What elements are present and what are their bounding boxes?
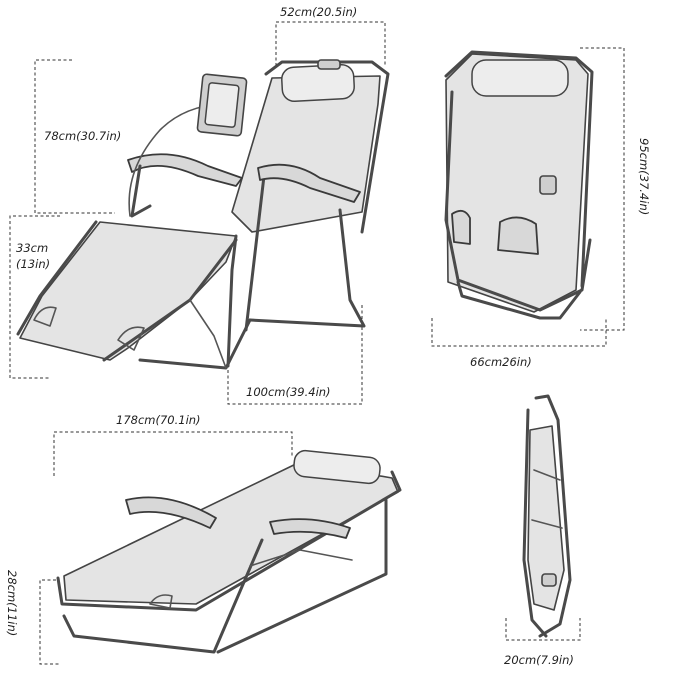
low-height-label: 28cm(11in) <box>5 570 19 636</box>
folded-base-frame <box>456 280 582 320</box>
folded-lock-knob <box>539 175 557 195</box>
top-width-label: 52cm(20.5in) <box>280 5 357 19</box>
footrest-loop-right <box>117 326 145 351</box>
flat-bed-frame <box>56 470 402 612</box>
full-length-label: 178cm(70.1in) <box>116 413 201 427</box>
flat-leg-brace <box>249 549 353 567</box>
view-folded-front: 95cm(37.4in) 66cm26in) <box>431 47 651 369</box>
backrest-frame <box>264 60 390 234</box>
flat-left-armrest <box>125 496 217 529</box>
folded-height-label: 95cm(37.4in) <box>637 138 651 215</box>
folded-depth-dimension-line <box>505 618 581 641</box>
phone-holder-screen <box>204 82 240 128</box>
back-height-label: 78cm(30.7in) <box>44 129 121 143</box>
pillow-strap <box>317 59 341 70</box>
seat-left-frame <box>16 220 98 336</box>
seat-height-cm-label: 33cm <box>16 241 48 255</box>
base-crossbar <box>138 318 252 370</box>
right-armrest <box>257 163 361 203</box>
seat-height-dimension-line <box>9 215 60 379</box>
rear-leg-frame <box>248 208 366 328</box>
folded-side-rear-frame <box>534 394 572 638</box>
folded-side-front-frame <box>522 408 548 638</box>
seat-height-in-label: (13in) <box>16 257 50 271</box>
folded-outer-frame <box>444 50 594 288</box>
folded-side-brace-2 <box>531 519 563 529</box>
front-leg-right <box>244 174 266 332</box>
chair-seat <box>19 221 237 361</box>
folded-width-dimension-line <box>431 318 607 347</box>
flat-front-legs <box>62 538 264 654</box>
full-length-dimension-line <box>53 431 293 476</box>
folded-height-dimension-line <box>580 47 625 331</box>
view-chair-with-holder: 52cm(20.5in) 78cm(30.7in) 33cm (13in) 10… <box>9 5 390 405</box>
head-pillow <box>281 64 355 102</box>
folded-depth-label: 20cm(7.9in) <box>504 653 574 667</box>
flat-rear-legs <box>216 498 388 654</box>
leg-brace <box>189 299 227 369</box>
seat-length-label: 100cm(39.4in) <box>246 385 331 399</box>
seat-length-dimension-line <box>227 305 363 405</box>
folded-side-brace-1 <box>533 469 561 481</box>
folded-pillow <box>471 59 569 97</box>
front-leg-left <box>226 234 238 368</box>
view-reclined-flat: 178cm(70.1in) 28cm(11in) <box>5 413 402 665</box>
folded-chair-body <box>445 53 589 313</box>
left-armrest <box>127 153 243 187</box>
folded-side-frame <box>444 90 592 312</box>
flat-footrest-loop <box>149 594 173 609</box>
folded-width-label: 66cm26in) <box>470 355 532 369</box>
flat-head-pillow <box>293 449 381 485</box>
folded-right-armrest <box>497 216 539 255</box>
left-armrest-support <box>130 164 152 218</box>
back-height-dimension-line <box>34 59 115 214</box>
folded-left-armrest <box>451 209 471 245</box>
footrest-loop-left <box>33 306 57 327</box>
top-width-dimension-line <box>275 21 386 66</box>
low-height-dimension-line <box>39 579 60 665</box>
flat-right-armrest <box>269 518 351 539</box>
view-folded-side: 20cm(7.9in) <box>504 394 581 667</box>
folded-side-knob <box>541 573 557 587</box>
